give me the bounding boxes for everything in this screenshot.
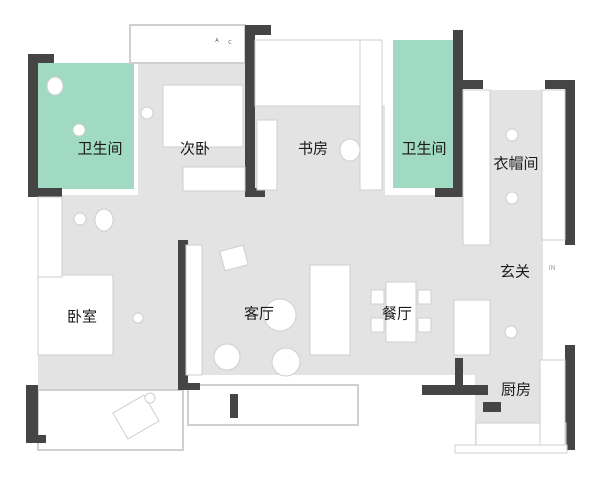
fridge-cabinet <box>453 299 491 356</box>
tv-cabinet <box>185 244 203 376</box>
wardrobe <box>37 196 63 278</box>
master-bed <box>37 274 114 356</box>
second-bedroom-desk <box>182 166 246 192</box>
armchair <box>219 244 249 272</box>
kitchen-counter-right <box>539 359 566 446</box>
room-label-bathroom-1: 卫生间 <box>77 139 123 158</box>
cloak-cabinet <box>462 89 491 246</box>
study-desk <box>256 119 278 191</box>
toilet <box>46 76 64 96</box>
cloak-shelf <box>541 89 566 241</box>
ac-mark-c: C <box>228 40 232 46</box>
second-bedroom-bed <box>162 84 244 148</box>
room-label-entrance: 玄关 <box>499 262 531 281</box>
dining-table <box>385 281 417 343</box>
lounge-chair <box>112 394 160 440</box>
ac-mark-a: A <box>215 38 219 44</box>
sofa <box>309 264 351 356</box>
room-label-kitchen: 厨房 <box>500 380 532 399</box>
furniture <box>37 39 568 454</box>
room-label-cloakroom: 衣帽间 <box>493 154 539 173</box>
room-label-bathroom-2: 卫生间 <box>401 139 447 158</box>
room-label-study: 书房 <box>297 139 329 158</box>
balcony-bottom-left <box>37 389 184 451</box>
balcony-bottom-mid <box>187 384 359 426</box>
walls <box>26 25 575 450</box>
room-label-master-bedroom: 卧室 <box>66 307 98 326</box>
study-shelf <box>359 39 383 191</box>
entry-mark: IN <box>548 264 556 272</box>
room-label-living-room: 客厅 <box>243 304 275 323</box>
room-label-second-bedroom: 次卧 <box>179 139 211 158</box>
floor-bathroom-2 <box>393 40 454 188</box>
counter-bottom <box>454 444 568 454</box>
room-label-dining-room: 餐厅 <box>381 304 413 323</box>
coffee-table <box>263 298 297 332</box>
